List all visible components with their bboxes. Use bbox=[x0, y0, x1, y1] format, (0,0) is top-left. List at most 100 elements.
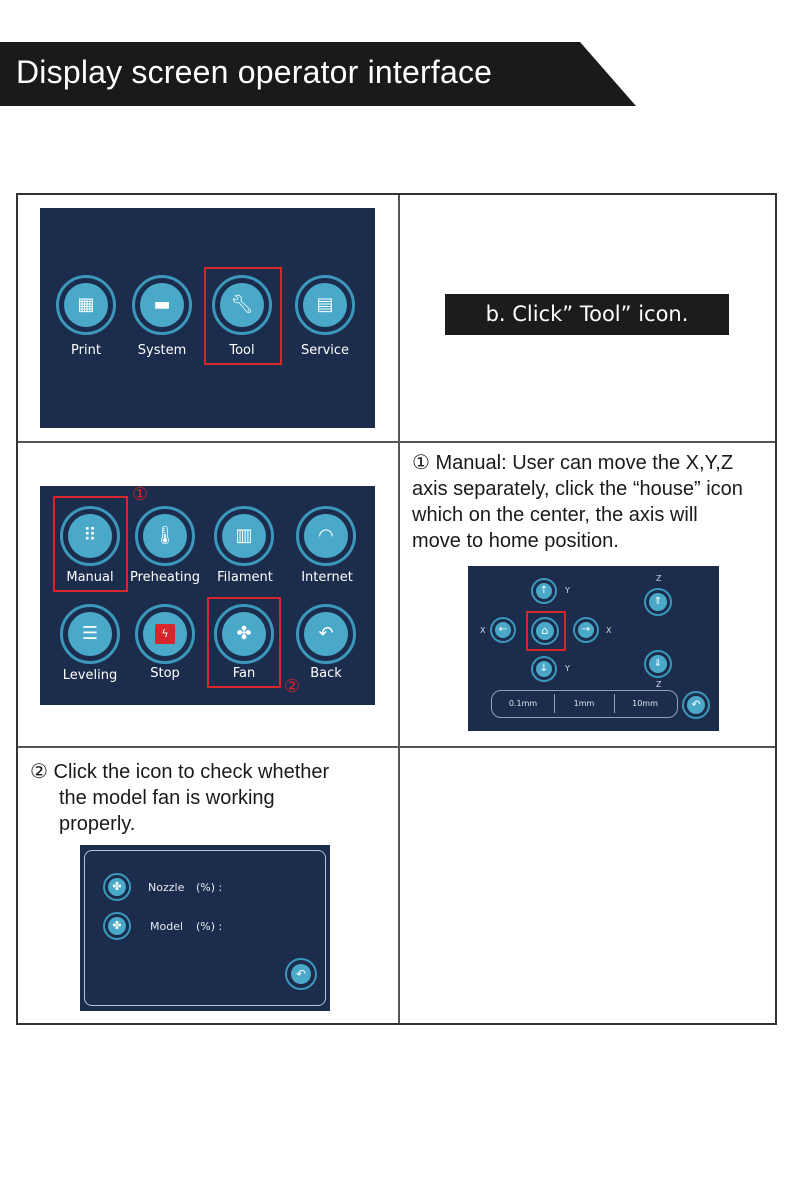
service-label: Service bbox=[300, 343, 350, 358]
fan-label: Fan bbox=[232, 666, 256, 681]
x-left-axis-label: X bbox=[480, 626, 486, 635]
fan-note-number: ② bbox=[30, 759, 48, 783]
stop-button[interactable]: ϟ bbox=[135, 604, 195, 664]
tool-menu-screen: ⠿ Manual 🌡︎ Preheating ▥ Filament ◠ Inte… bbox=[40, 486, 375, 705]
fan-back-button[interactable]: ↶ bbox=[285, 958, 317, 990]
main-menu-screen: ▦ Print ▬ System 🔧︎ Tool ▤ Service bbox=[40, 208, 375, 428]
preheating-label: Preheating bbox=[129, 570, 201, 585]
manual-button[interactable]: ⠿ bbox=[60, 506, 120, 566]
print-label: Print bbox=[71, 343, 101, 358]
nozzle-percent: (%) : bbox=[196, 881, 223, 894]
step-0-1mm[interactable]: 0.1mm bbox=[508, 699, 538, 708]
fan-note-line-3: properly. bbox=[59, 813, 136, 835]
z-top-axis-label: Z bbox=[656, 574, 662, 583]
manual-highlight-box bbox=[53, 496, 128, 592]
step-separator bbox=[554, 694, 555, 713]
fan-note-line-2: the model fan is working bbox=[59, 787, 275, 809]
nozzle-fan-button[interactable]: ✤ bbox=[103, 873, 131, 901]
z-bottom-axis-label: Z bbox=[656, 680, 662, 689]
back-arrow-icon: ↶ bbox=[318, 623, 334, 644]
stop-label: Stop bbox=[150, 666, 180, 681]
leveling-button[interactable]: ☰ bbox=[60, 604, 120, 664]
x-plus-button[interactable]: → bbox=[573, 617, 599, 643]
filament-label: Filament bbox=[217, 570, 273, 585]
fan-note: ② Click the icon to check whether the mo… bbox=[30, 758, 380, 837]
preheating-button[interactable]: 🌡︎ bbox=[135, 506, 195, 566]
manual-note-line-3: which on the center, the axis will bbox=[412, 504, 698, 526]
banner-title: Display screen operator interface bbox=[16, 54, 493, 90]
right-arrow-icon: → bbox=[581, 624, 591, 635]
banner-shape bbox=[0, 42, 636, 106]
internet-button[interactable]: ◠ bbox=[296, 506, 356, 566]
tool-label: Tool bbox=[229, 343, 255, 358]
x-minus-button[interactable]: ← bbox=[490, 617, 516, 643]
column-divider bbox=[398, 195, 400, 1023]
manual-note-number: ① bbox=[412, 450, 430, 474]
back-arrow-icon: ↶ bbox=[691, 698, 701, 711]
filament-button[interactable]: ▥ bbox=[214, 506, 274, 566]
row-divider-1 bbox=[18, 441, 775, 443]
home-highlight-box bbox=[526, 611, 566, 651]
internet-label: Internet bbox=[301, 570, 353, 585]
system-button[interactable]: ▬ bbox=[132, 275, 192, 335]
service-button[interactable]: ▤ bbox=[295, 275, 355, 335]
nozzle-label: Nozzle bbox=[148, 881, 185, 894]
step-b-caption: b. Click” Tool” icon. bbox=[445, 294, 729, 335]
marker-2: ② bbox=[284, 676, 301, 697]
back-label: Back bbox=[310, 666, 342, 681]
z-up-button[interactable]: ⇑ bbox=[644, 588, 672, 616]
fan-note-line-1: Click the icon to check whether bbox=[53, 761, 330, 783]
step-1mm[interactable]: 1mm bbox=[573, 699, 595, 708]
fan-icon: ✤ bbox=[112, 880, 122, 893]
step-separator bbox=[614, 694, 615, 713]
wrench-icon: 🔧︎ bbox=[230, 294, 254, 315]
document-icon: ▤ bbox=[316, 294, 334, 315]
wifi-icon: ◠ bbox=[318, 525, 334, 546]
manual-back-button[interactable]: ↶ bbox=[682, 691, 710, 719]
z-down-icon: ⇓ bbox=[653, 658, 663, 669]
grid-hand-icon: ⠿ bbox=[83, 525, 97, 546]
z-down-button[interactable]: ⇓ bbox=[644, 650, 672, 678]
up-arrow-icon: ↑ bbox=[539, 585, 549, 596]
manual-note: ① Manual: User can move the X,Y,Z axis s… bbox=[412, 449, 774, 554]
instruction-table bbox=[16, 193, 777, 1025]
fan-panel-frame bbox=[84, 850, 326, 1006]
stop-icon: ϟ bbox=[155, 624, 175, 644]
house-icon: ⌂ bbox=[541, 624, 549, 637]
fan-button[interactable]: ✤ bbox=[214, 604, 274, 664]
manual-note-line-2: axis separately, click the “house” icon bbox=[412, 478, 743, 500]
tool-highlight-box bbox=[204, 267, 282, 365]
back-button[interactable]: ↶ bbox=[296, 604, 356, 664]
manual-note-line-4: move to home position. bbox=[412, 530, 619, 552]
manual-label: Manual bbox=[66, 570, 114, 585]
fan-icon: ✤ bbox=[236, 623, 252, 644]
row-divider-2 bbox=[18, 746, 775, 748]
fan-icon: ✤ bbox=[112, 919, 122, 932]
down-arrow-icon: ↓ bbox=[539, 663, 549, 674]
y-bottom-axis-label: Y bbox=[565, 664, 570, 673]
thermometer-icon: 🌡︎ bbox=[153, 525, 177, 546]
home-button[interactable]: ⌂ bbox=[531, 617, 559, 645]
model-percent: (%) : bbox=[196, 920, 223, 933]
model-fan-button[interactable]: ✤ bbox=[103, 912, 131, 940]
z-up-icon: ⇑ bbox=[653, 596, 663, 607]
y-plus-button[interactable]: ↑ bbox=[531, 578, 557, 604]
marker-1: ① bbox=[132, 484, 149, 505]
section-banner: Display screen operator interface bbox=[0, 42, 636, 106]
back-arrow-icon: ↶ bbox=[295, 967, 307, 981]
y-minus-button[interactable]: ↓ bbox=[531, 656, 557, 682]
leveling-label: Leveling bbox=[62, 668, 118, 683]
toolbox-icon: ▬ bbox=[153, 294, 171, 315]
step-10mm[interactable]: 10mm bbox=[632, 699, 658, 708]
filament-spool-icon: ▥ bbox=[235, 525, 253, 546]
step-size-selector: 0.1mm 1mm 10mm bbox=[491, 690, 678, 718]
print-button[interactable]: ▦ bbox=[56, 275, 116, 335]
printer-icon: ▦ bbox=[77, 294, 95, 315]
model-label: Model bbox=[150, 920, 184, 933]
y-top-axis-label: Y bbox=[565, 586, 570, 595]
tool-button[interactable]: 🔧︎ bbox=[212, 275, 272, 335]
sliders-icon: ☰ bbox=[81, 623, 99, 644]
left-arrow-icon: ← bbox=[498, 624, 508, 635]
system-label: System bbox=[137, 343, 187, 358]
x-right-axis-label: X bbox=[606, 626, 612, 635]
